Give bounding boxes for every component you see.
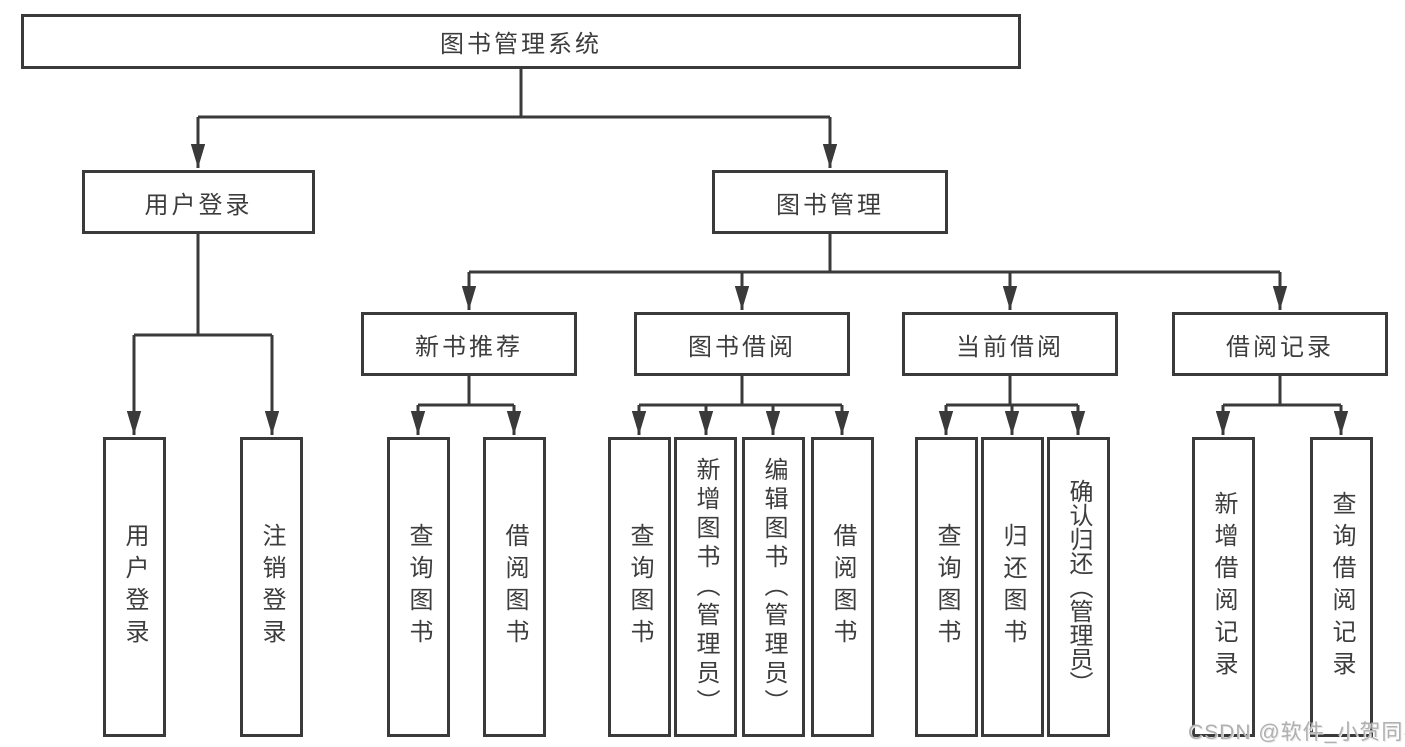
connector-bookmgmt-trunk: [469, 234, 1280, 274]
leaf-query-borrow-record-label: 查询借阅记录: [1328, 491, 1355, 683]
leaf-borrow-books-2: 借阅图书: [811, 437, 874, 737]
leaf-user-login-label: 用户登录: [121, 523, 148, 651]
leaf-borrow-books-1-label: 借阅图书: [501, 523, 528, 651]
node-root-label: 图书管理系统: [440, 31, 602, 58]
node-borrow-records-label: 借阅记录: [1226, 333, 1334, 361]
leaf-query-books-2-label: 查询图书: [626, 523, 653, 651]
connector-userlogin-trunk: [134, 234, 272, 337]
node-book-management: 图书管理: [712, 170, 948, 234]
leaf-query-borrow-record: 查询借阅记录: [1310, 437, 1373, 737]
leaf-confirm-return-admin-label: 确认归还（管理员）: [1065, 479, 1092, 695]
leaf-query-books-1: 查询图书: [387, 437, 450, 737]
leaf-add-borrow-record-label: 新增借阅记录: [1210, 491, 1237, 683]
leaf-query-books-1-label: 查询图书: [405, 523, 432, 651]
leaf-edit-book-admin-label: 编辑图书（管理员）: [760, 456, 787, 718]
watermark-text: CSDN @软件_小贺同学: [1188, 721, 1405, 744]
leaf-add-book-admin: 新增图书（管理员）: [674, 437, 737, 737]
leaf-borrow-books-2-label: 借阅图书: [829, 523, 856, 651]
node-current-borrow-label: 当前借阅: [956, 333, 1064, 361]
leaf-borrow-books-1: 借阅图书: [483, 437, 546, 737]
node-root: 图书管理系统: [21, 14, 1021, 69]
leaf-confirm-return-admin: 确认归还（管理员）: [1047, 437, 1110, 737]
connector-records-trunk: [1223, 376, 1341, 407]
connector-bookborrow-trunk: [639, 376, 842, 407]
connector-currentborrow-trunk: [946, 376, 1078, 407]
leaf-add-book-admin-label: 新增图书（管理员）: [692, 456, 719, 718]
leaf-logout-label: 注销登录: [258, 523, 285, 651]
leaf-return-book: 归还图书: [981, 437, 1044, 737]
leaf-add-borrow-record: 新增借阅记录: [1192, 437, 1255, 737]
node-user-login: 用户登录: [82, 170, 315, 234]
leaf-return-book-label: 归还图书: [999, 523, 1026, 651]
leaf-query-books-3-label: 查询图书: [933, 523, 960, 651]
node-book-borrow: 图书借阅: [634, 312, 850, 376]
node-user-login-label: 用户登录: [144, 191, 253, 219]
leaf-logout: 注销登录: [240, 437, 303, 737]
leaf-query-books-3: 查询图书: [915, 437, 978, 737]
node-current-borrow: 当前借阅: [902, 312, 1118, 376]
node-book-management-label: 图书管理: [776, 191, 884, 219]
connector-root-trunk: [198, 69, 830, 119]
leaf-user-login: 用户登录: [103, 437, 166, 737]
node-new-book-recommend-label: 新书推荐: [415, 333, 523, 361]
node-book-borrow-label: 图书借阅: [688, 333, 796, 361]
node-borrow-records: 借阅记录: [1172, 312, 1388, 376]
leaf-query-books-2: 查询图书: [608, 437, 671, 737]
connector-recommend-trunk: [418, 376, 514, 407]
node-new-book-recommend: 新书推荐: [361, 312, 577, 376]
leaf-edit-book-admin: 编辑图书（管理员）: [742, 437, 805, 737]
